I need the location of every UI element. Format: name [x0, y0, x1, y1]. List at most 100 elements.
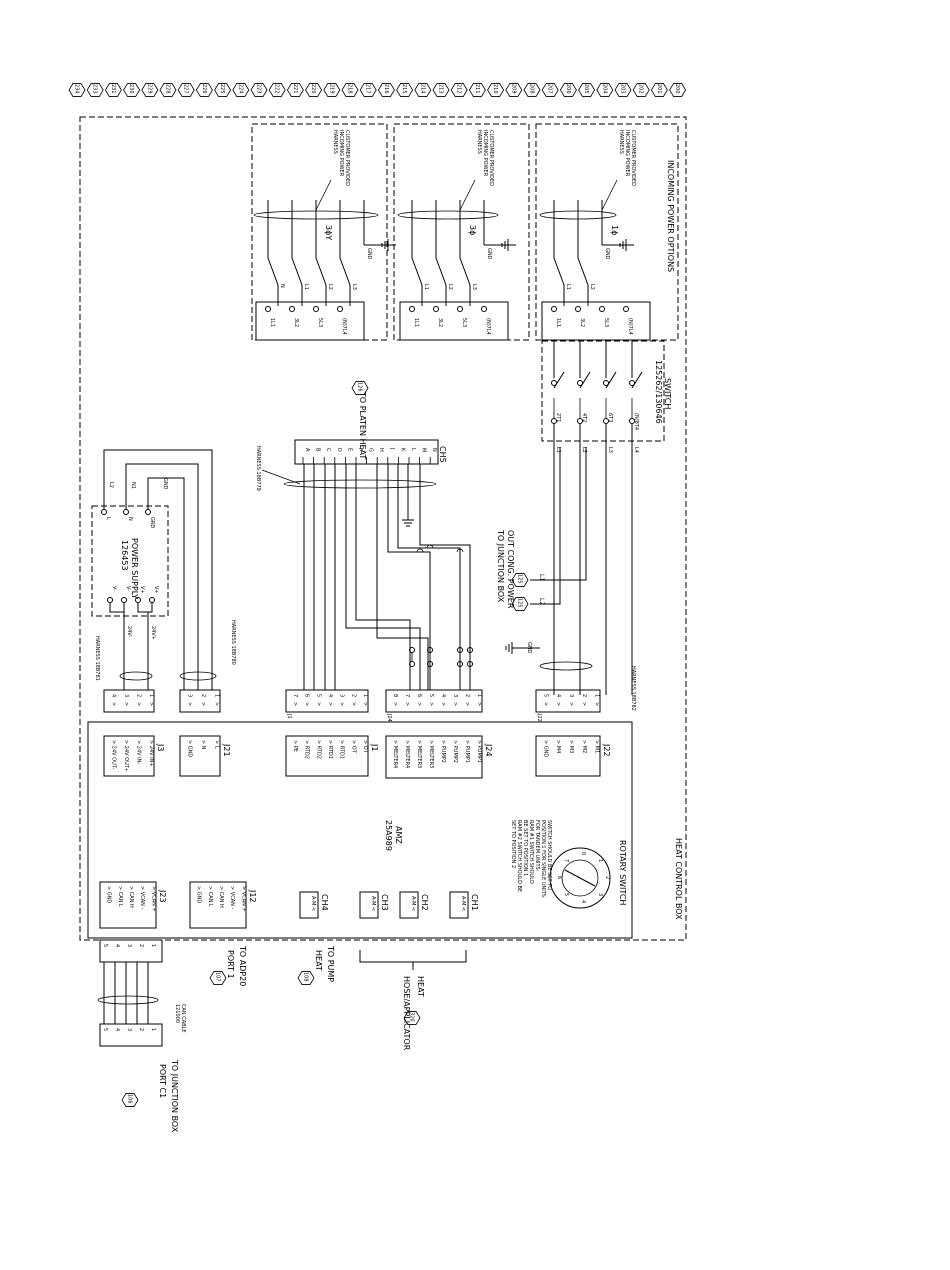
- amz-channel-CH3-pins: A-M <: [370, 896, 376, 911]
- rotary-digit-4: 4: [580, 900, 586, 903]
- power-wire-bend-3phase-2: [459, 257, 471, 286]
- out-power-l2-wire: [530, 447, 561, 605]
- j1-plug-box: [285, 689, 369, 713]
- amz-channel-CH2-box: [399, 891, 419, 919]
- amz-j1-pin-3: > RTD1: [327, 740, 333, 759]
- rotary-note-5: RAM #2 SWITCH SHOULD BE: [516, 820, 522, 892]
- disconnect-switch: SWITCH 125262/130646: [541, 340, 672, 442]
- j21-plug-pin-arrow-2: >: [200, 702, 206, 706]
- cutout-bottom-2: [457, 661, 463, 667]
- ps-wire-label-gnd: GND: [162, 478, 168, 490]
- j24-plug-box: [385, 689, 483, 713]
- terminal-label-3phasey-1: 3L2: [293, 318, 299, 327]
- ps-output-terminal-2: [135, 597, 141, 603]
- j1-plug-pin-arrow-3: >: [339, 702, 345, 706]
- ground-label-3phase: GND: [486, 248, 492, 260]
- j24-plug-pin-1: 1: [476, 694, 482, 697]
- j3-plug-pin-3: 3: [123, 694, 129, 697]
- ref-number-217-number: 217: [365, 84, 371, 94]
- wire-crossover-0: [416, 548, 424, 553]
- ch5-pin-B: B: [315, 448, 321, 452]
- harness-leader-3phasey: [315, 179, 332, 211]
- switch-contact-top-1: [577, 380, 583, 386]
- ch5-pin-G: G: [368, 448, 374, 452]
- harness-leader-3phase: [459, 179, 476, 211]
- bottom-jb-plug-pin-4: 4: [114, 1028, 120, 1031]
- rotary-digit-5: 5: [563, 893, 569, 896]
- j22-plug-pin-arrow-1: >: [594, 702, 600, 706]
- terminal-block-1phase: [541, 301, 651, 341]
- switch-terminal-label-3: (N)8T4: [633, 413, 639, 430]
- ref-number-229-number: 229: [146, 84, 152, 94]
- rotary-note-6: SET TO POSITION 2: [510, 820, 516, 868]
- j22-plug-pin-2: 2: [581, 694, 587, 697]
- ref-number-224-hex: [232, 83, 250, 97]
- ref-number-203-hex: [614, 83, 632, 97]
- line-label-3phasey-2: L2: [327, 284, 333, 290]
- rotary-note-2: FOR TANDEM UNITS:: [534, 820, 540, 872]
- out-power-ref-2-hex: [511, 597, 529, 611]
- ch5-wire-h: [345, 464, 421, 690]
- ps-output-terminal-1: [121, 597, 127, 603]
- rotary-digit-7: 7: [563, 859, 569, 862]
- harness-label-b-3phase: INCOMING POWER: [482, 130, 488, 177]
- amz-channel-CH3-label: CH3: [380, 894, 389, 911]
- amz-j24-pin-4: > MELTER3: [428, 740, 434, 768]
- heat-control-box-outline: [79, 116, 687, 941]
- j3-harness-ellipse: [119, 671, 153, 681]
- rotary-note-1: POSITION 1 FOR SINGLE UNITS.: [540, 820, 546, 899]
- ch5-pin-A: A: [304, 448, 310, 452]
- ref-number-230-hex: [123, 83, 141, 97]
- ref-number-201-hex: [650, 83, 668, 97]
- j3-plug-pin-arrow-4: >: [110, 702, 116, 706]
- ps-input-label-N: N: [127, 517, 133, 521]
- ref-number-218-number: 218: [347, 84, 353, 94]
- ground-label-3phasey: GND: [366, 248, 372, 260]
- j3-plug-pin-2: 2: [135, 694, 141, 697]
- harness-label-a-3phasey: CUSTOMER PROVIDED: [344, 130, 350, 186]
- harness-label-c-1phase: HARNESS: [618, 130, 624, 154]
- rotary-switch-title: ROTARY SWITCH: [618, 840, 627, 905]
- out-power-ref-1-number: 125: [517, 574, 523, 584]
- ref-number-219-hex: [323, 83, 341, 97]
- ref-number-226-number: 226: [201, 84, 207, 94]
- j21-plug-pin-arrow-1: >: [213, 702, 219, 706]
- j22-plug-pin-1: 1: [594, 694, 600, 697]
- bottom-jb-plug-pin-1: 1: [150, 1028, 156, 1031]
- ref-number-214-hex: [414, 83, 432, 97]
- amz-j1-box: [285, 735, 369, 777]
- ref-number-215-number: 215: [401, 84, 407, 94]
- amz-j24-pin-2: > PUMP2: [452, 740, 458, 763]
- amz-j23-box: [99, 881, 157, 929]
- j1-plug-pin-arrow-4: >: [327, 702, 333, 706]
- amz-j22-pin-1: > M2: [581, 740, 587, 753]
- terminal-label-1phase-0: 1L1: [555, 318, 561, 327]
- ps-output-label-3: V+: [153, 586, 159, 594]
- amz-j23-pin-4: > GND: [106, 886, 112, 903]
- amz-j1-pin-6: > PE: [292, 740, 298, 752]
- amz-j12-pin-4: > GND: [196, 886, 202, 903]
- ref-number-202-number: 202: [638, 84, 644, 94]
- switch-output-label-3: L4: [633, 447, 639, 453]
- ref-number-228-number: 228: [165, 84, 171, 94]
- amz-j1-pin-1: > OT: [350, 740, 356, 754]
- rotary-switch-knob: [561, 859, 599, 897]
- switch-box: [541, 340, 665, 442]
- j1-plug-pin-2: 2: [350, 694, 356, 697]
- ch5-pin-N: N: [431, 448, 437, 452]
- switch-part-number: 125262/130646: [654, 360, 663, 424]
- ch5-pin-H: H: [378, 448, 384, 452]
- terminal-label-3phase-1: 3L2: [437, 318, 443, 327]
- bottom-j23-plug-pin-4: 4: [114, 944, 120, 947]
- harness-label-b-1phase: INCOMING POWER: [624, 130, 630, 177]
- ref-number-201-number: 201: [656, 84, 662, 94]
- amz-channel-CH4-label: CH4: [320, 894, 329, 911]
- pump-ref-hex: [297, 971, 315, 985]
- amz-channel-CH1-pins: A-M <: [460, 896, 466, 911]
- line-label-3phasey-0: N: [279, 284, 285, 288]
- ps-input-terminal-L: [101, 509, 107, 515]
- ref-number-204-number: 204: [601, 84, 607, 94]
- bottom-j23-plug-box: [99, 939, 163, 963]
- j24-plug-pin-arrow-4: >: [440, 702, 446, 706]
- line-label-3phase-2: L3: [471, 284, 477, 290]
